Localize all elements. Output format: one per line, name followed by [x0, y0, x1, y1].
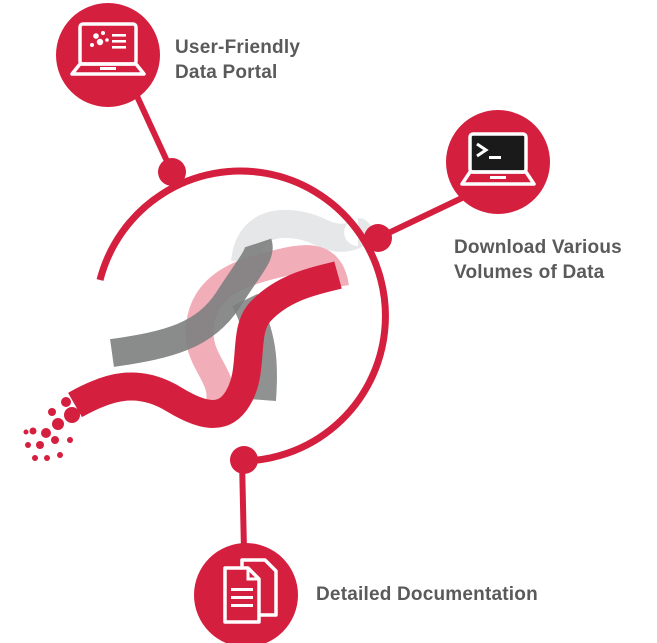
- feature-circle-portal: [56, 3, 160, 107]
- node-docs: [230, 446, 258, 474]
- label-line: Download Various: [454, 237, 622, 258]
- laptop-terminal-icon: [460, 132, 536, 186]
- pixel-trail: [23, 397, 80, 461]
- label-line: Data Portal: [175, 62, 278, 83]
- feature-circle-download: [446, 110, 550, 214]
- red-strand: [68, 261, 342, 428]
- label-download-data: Download Various Volumes of Data: [454, 235, 622, 285]
- main-ring-arc: [96, 167, 389, 465]
- laptop-dashboard-icon: [70, 22, 146, 76]
- connector-download: [376, 195, 464, 241]
- connector-portal: [133, 92, 175, 174]
- node-portal: [158, 158, 186, 186]
- connector-docs: [239, 459, 247, 551]
- label-line: User-Friendly: [175, 37, 301, 58]
- node-download: [364, 224, 392, 252]
- label-line: Volumes of Data: [454, 262, 605, 283]
- feature-circle-docs: [194, 543, 298, 643]
- label-documentation: Detailed Documentation: [316, 582, 538, 607]
- label-data-portal: User-Friendly Data Portal: [175, 35, 300, 85]
- documents-icon: [223, 558, 278, 624]
- label-line: Detailed Documentation: [316, 584, 538, 605]
- gray-strand: [110, 238, 273, 367]
